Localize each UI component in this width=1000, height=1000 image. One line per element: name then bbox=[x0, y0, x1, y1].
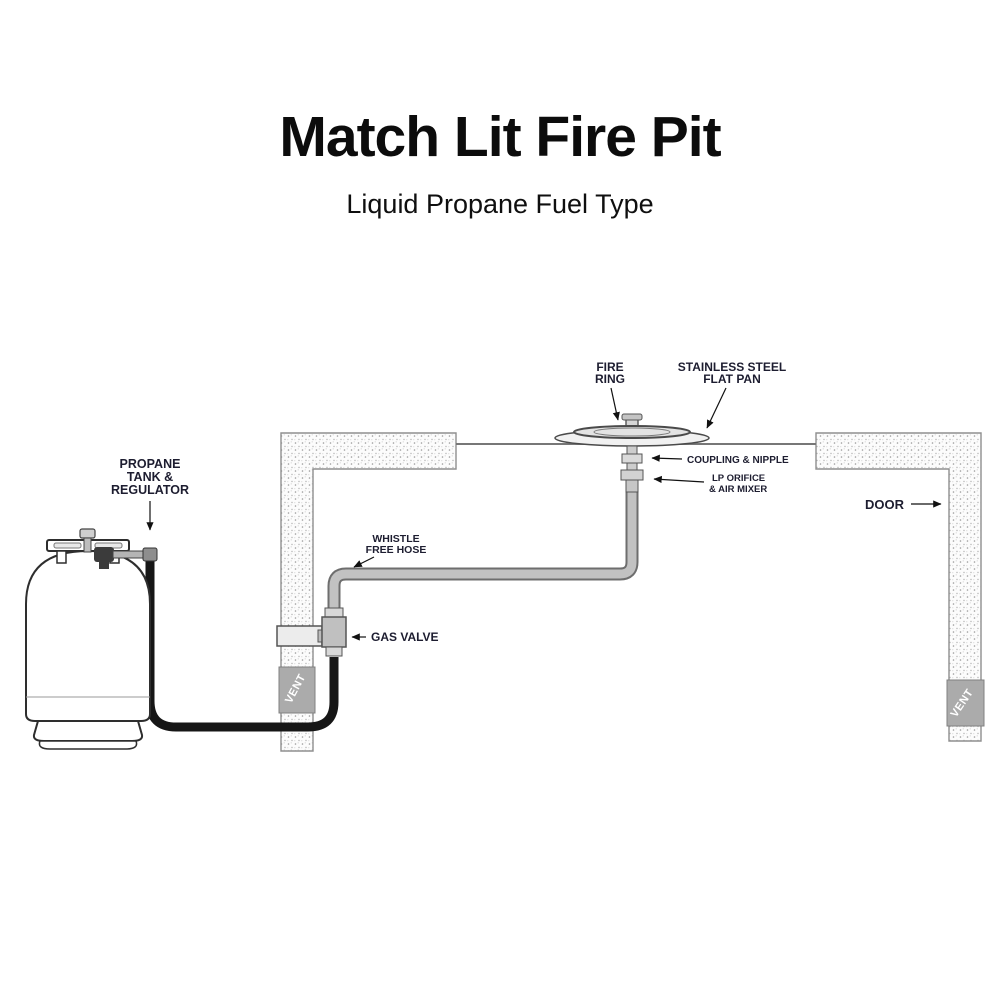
tank-skirt bbox=[32, 720, 144, 742]
page-subtitle: Liquid Propane Fuel Type bbox=[346, 189, 654, 219]
nipple-lower bbox=[626, 462, 638, 471]
propane-label-line2: TANK & bbox=[127, 470, 173, 484]
fire-ring-inner bbox=[593, 427, 671, 437]
label-whistle-hose: WHISTLE FREE HOSE bbox=[353, 533, 427, 568]
nipple-upper bbox=[626, 445, 638, 455]
left-wall bbox=[280, 432, 457, 752]
propane-label-line3: REGULATOR bbox=[111, 483, 189, 497]
mixer-nut bbox=[620, 469, 644, 481]
gas-pipe-fill bbox=[329, 491, 637, 612]
regulator-outlet bbox=[112, 550, 147, 559]
label-gas-valve: GAS VALVE bbox=[351, 630, 439, 644]
fire-ring-label-line1: FIRE bbox=[596, 360, 623, 374]
coupling-arrow bbox=[651, 454, 683, 462]
valve-top-nut bbox=[324, 607, 344, 618]
tank-valve-stem bbox=[83, 537, 92, 553]
propane-label-line1: PROPANE bbox=[120, 457, 181, 471]
mixer-body bbox=[625, 479, 639, 493]
label-flat-pan: STAINLESS STEEL FLAT PAN bbox=[678, 360, 786, 429]
lp-orifice-label-line2: & AIR MIXER bbox=[709, 484, 767, 495]
fire-ring-label-line2: RING bbox=[595, 372, 625, 386]
valve-handle bbox=[276, 625, 323, 647]
gas-pipe bbox=[327, 491, 639, 612]
label-propane-tank: PROPANE TANK & REGULATOR bbox=[111, 457, 189, 531]
vent-right-block bbox=[946, 679, 985, 727]
vent-left-block bbox=[278, 666, 316, 714]
tank-handle-post-left bbox=[56, 550, 67, 564]
whistle-hose-label-line1: WHISTLE bbox=[372, 533, 419, 545]
coupling-and-orifice bbox=[620, 445, 644, 493]
tank-base-lip bbox=[38, 740, 138, 750]
label-fire-ring: FIRE RING bbox=[595, 360, 625, 421]
page-title: Match Lit Fire Pit bbox=[279, 105, 721, 169]
flat-pan-label-line1: STAINLESS STEEL bbox=[678, 360, 786, 374]
flat-pan-arrow bbox=[706, 387, 727, 429]
label-lp-orifice: LP ORIFICE & AIR MIXER bbox=[653, 473, 767, 495]
regulator-lower bbox=[99, 560, 109, 569]
whistle-hose-label-line2: FREE HOSE bbox=[366, 544, 427, 556]
flat-pan-label-line2: FLAT PAN bbox=[703, 372, 761, 386]
coupling-nut bbox=[621, 453, 643, 464]
coupling-label: COUPLING & NIPPLE bbox=[687, 455, 789, 466]
tank-handle-slot-left bbox=[53, 542, 82, 549]
regulator-body bbox=[94, 547, 114, 562]
hose-fitting bbox=[142, 547, 158, 562]
label-coupling: COUPLING & NIPPLE bbox=[651, 454, 789, 466]
door-label: DOOR bbox=[865, 497, 905, 512]
fire-ring-assembly bbox=[554, 413, 710, 447]
vent-left: VENT bbox=[278, 666, 316, 714]
lp-orifice-label-line1: LP ORIFICE bbox=[712, 473, 765, 484]
valve-bottom-nut bbox=[325, 646, 343, 657]
tank-valve-knob bbox=[79, 528, 96, 539]
gas-valve-assembly bbox=[276, 607, 347, 657]
propane-hose bbox=[145, 560, 339, 732]
ring-hub-cap bbox=[621, 413, 643, 421]
valve-body bbox=[321, 616, 347, 648]
whistle-hose-arrow bbox=[353, 556, 375, 568]
fire-ring-arrow bbox=[610, 387, 620, 421]
vent-right: VENT bbox=[946, 679, 985, 727]
gas-valve-label: GAS VALVE bbox=[371, 630, 439, 644]
propane-tank bbox=[25, 528, 158, 750]
label-door: DOOR bbox=[865, 497, 942, 512]
tank-body bbox=[25, 549, 151, 722]
lp-orifice-arrow bbox=[653, 475, 705, 484]
